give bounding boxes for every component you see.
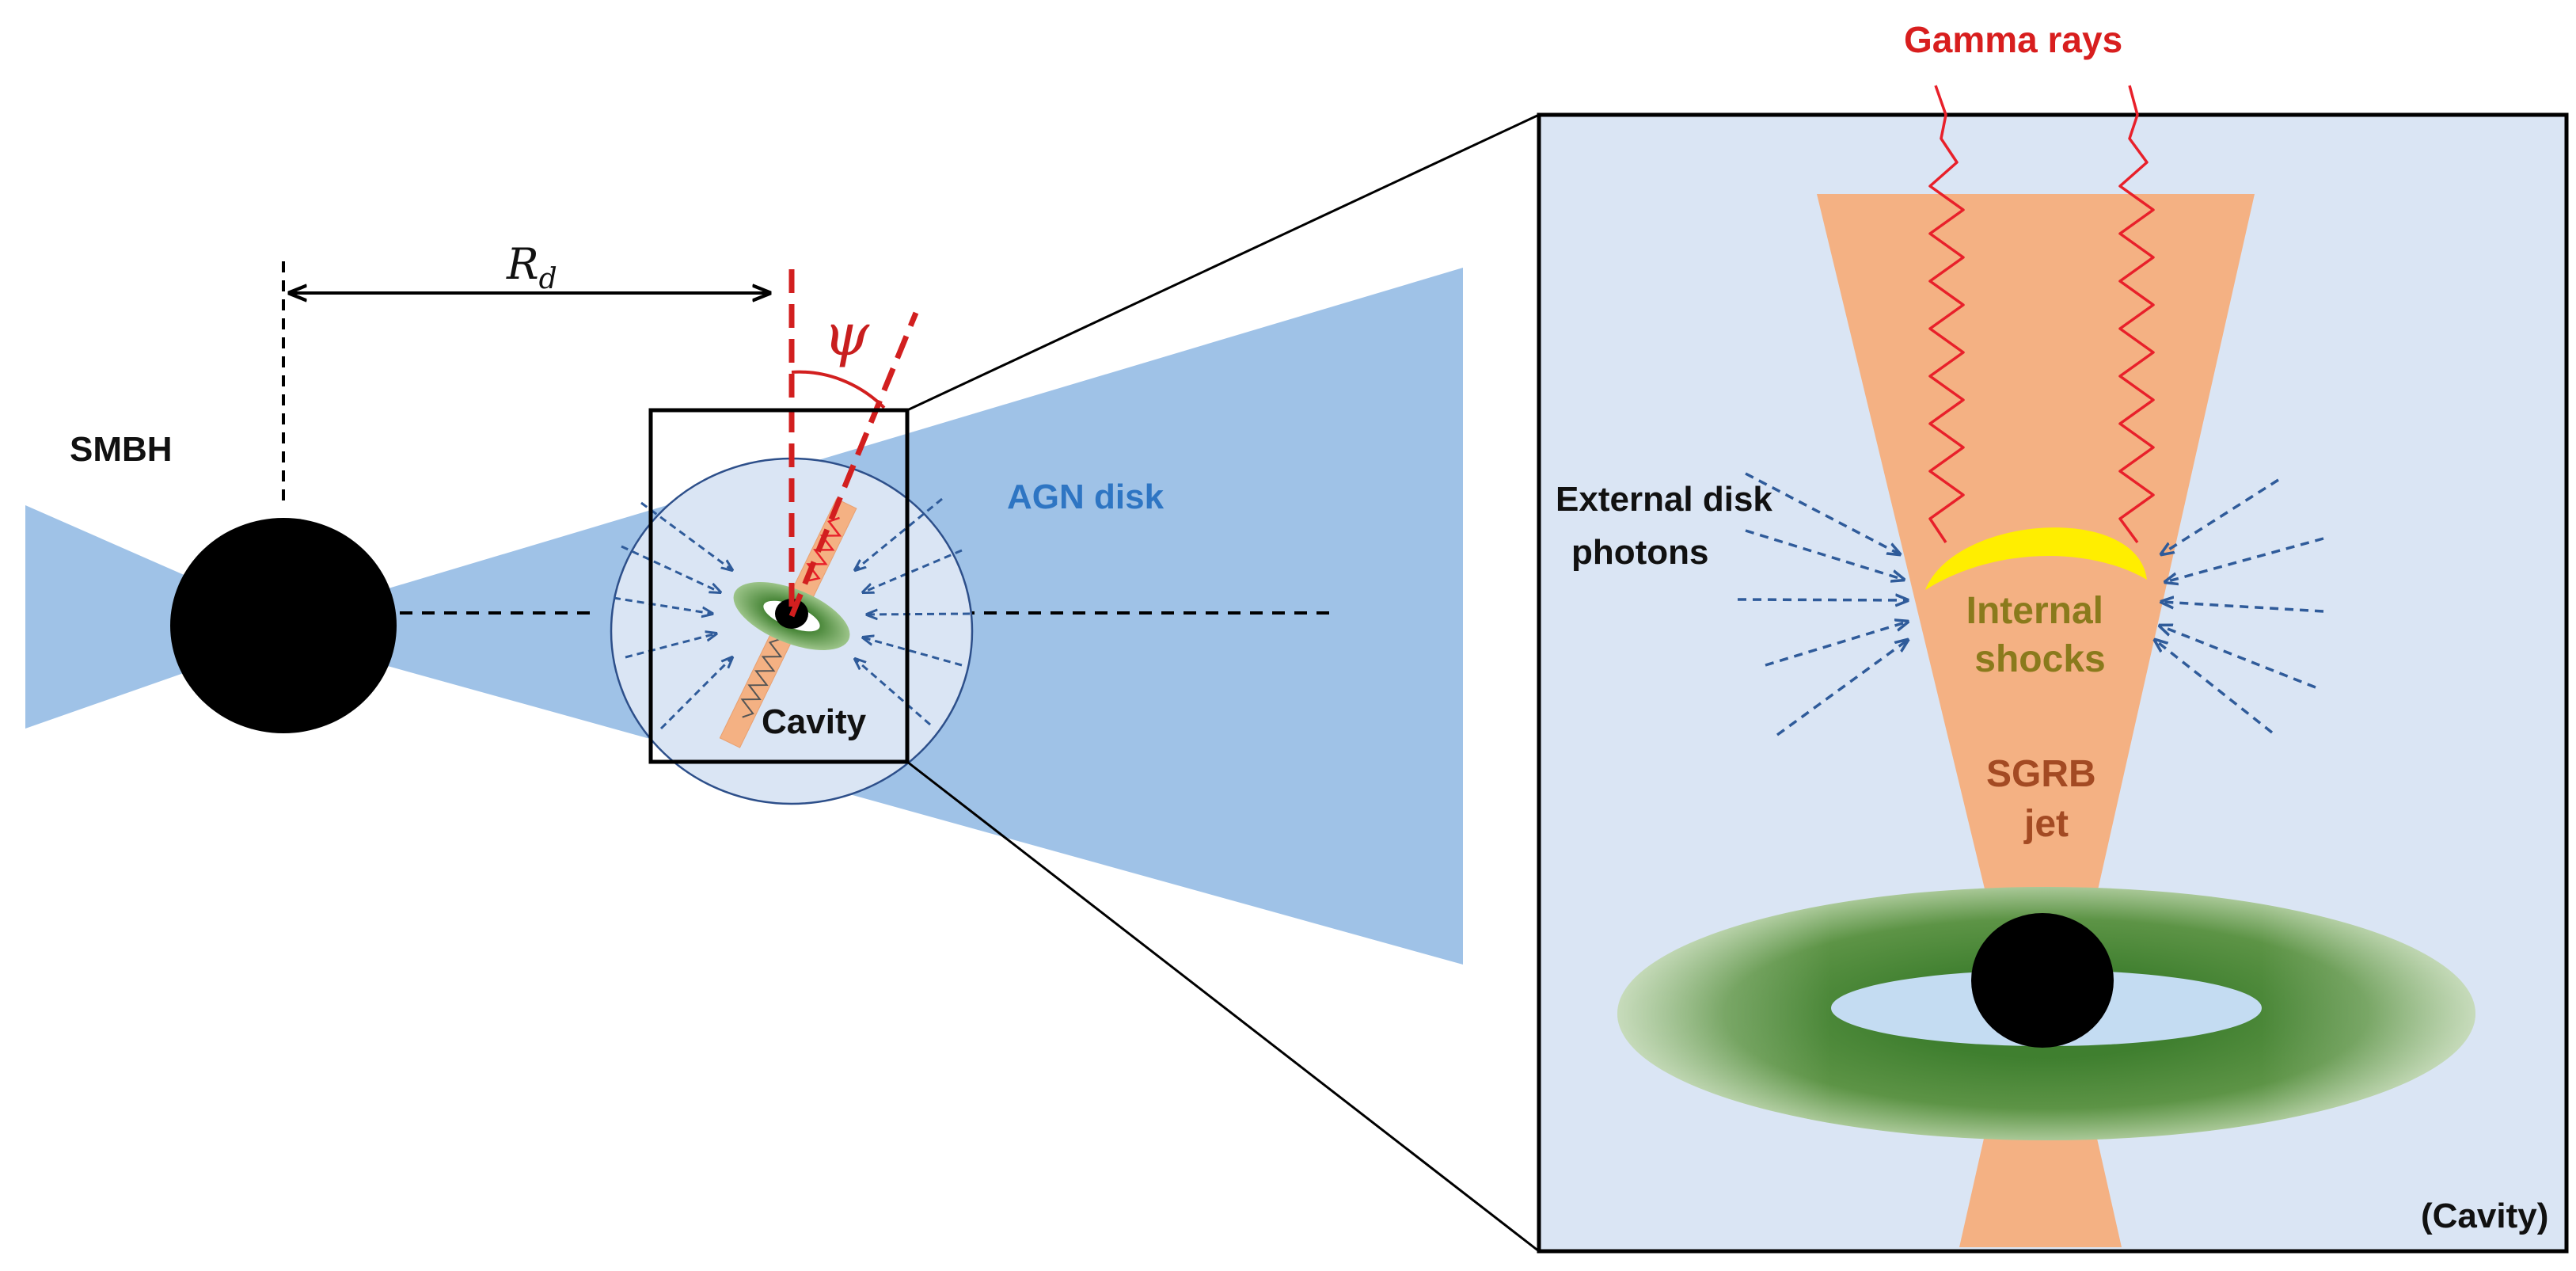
gamma-ray-left: [1928, 85, 1965, 543]
sgrb-jet-cone: [1817, 194, 2255, 925]
sgrb-jet-line2: jet: [2023, 803, 2069, 845]
central-black-hole: [1971, 913, 2114, 1048]
rd-subscript: d: [539, 263, 557, 295]
tilted-axis-line: [788, 311, 919, 618]
agn-disk-label: AGN disk: [1007, 478, 1165, 516]
rd-label: Rd: [506, 239, 557, 295]
internal-shocks-line2: shocks: [1974, 638, 2105, 680]
gamma-ray-right: [2118, 85, 2155, 544]
external-photons-label: External disk photons: [1556, 480, 1782, 572]
external-photons-line2: photons: [1571, 533, 1709, 572]
psi-label: ψ: [823, 301, 870, 369]
external-photons-line1: External disk: [1556, 480, 1772, 519]
gamma-rays-label: Gamma rays: [1904, 19, 2122, 60]
internal-shock-body: [1925, 527, 2147, 590]
cavity-inset-label: (Cavity): [2421, 1197, 2548, 1235]
small-photon-arrows: [613, 497, 971, 730]
smbh-label: SMBH: [70, 430, 173, 469]
sgrb-jet-label: SGRB jet: [1986, 753, 2107, 845]
zoom-line-bottom: [906, 760, 1540, 1253]
cavity-label: Cavity: [762, 702, 867, 741]
internal-shocks-label: Internal shocks: [1966, 590, 2114, 680]
zoom-box: [648, 408, 910, 764]
rd-symbol: R: [506, 239, 539, 289]
sgrb-jet-line1: SGRB: [1986, 753, 2096, 795]
counter-jet: [1959, 1124, 2122, 1247]
internal-shocks-line1: Internal: [1966, 590, 2103, 632]
smbh-black-hole: [170, 518, 397, 733]
psi-arc: [791, 370, 886, 409]
zoom-line-top: [906, 113, 1540, 412]
external-photon-arrows: [1737, 472, 2324, 736]
